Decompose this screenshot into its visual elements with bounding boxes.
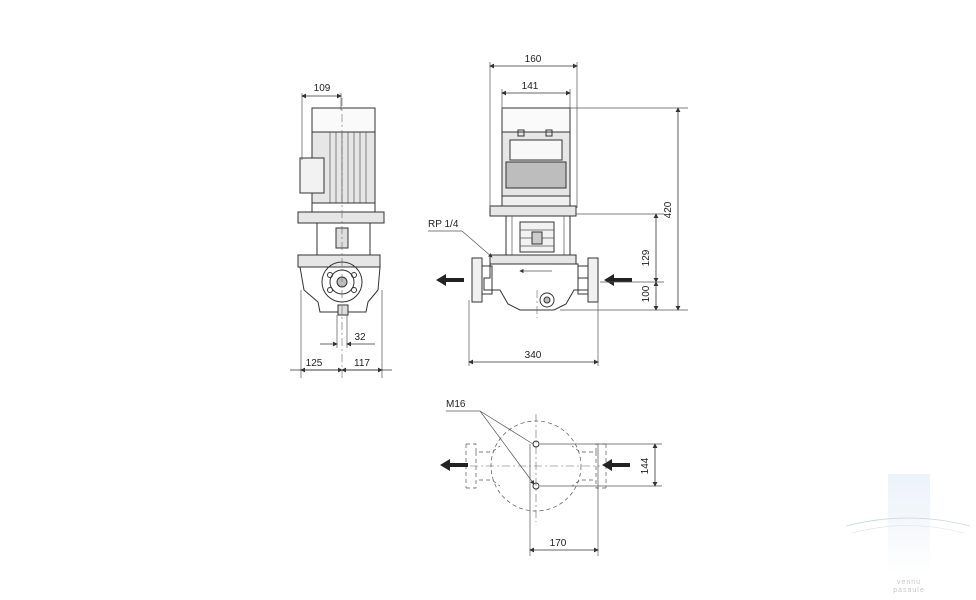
dim-front-motor-outer: 160: [525, 54, 542, 65]
dim-front-length: 340: [525, 350, 542, 361]
label-vent-thread: RP 1/4: [428, 219, 459, 230]
side-motor-flange: [297, 211, 385, 224]
label-bolt-thread: M16: [446, 399, 466, 410]
front-inlet-arrow: [604, 274, 632, 286]
side-drain-plug: [337, 304, 349, 316]
dim-front-motor-inner: 141: [522, 81, 539, 92]
dim-side-pipe: 32: [354, 332, 366, 343]
front-motor-flange: [489, 205, 577, 217]
watermark-text-2: pasaule: [893, 587, 925, 594]
front-flange-right: [587, 257, 599, 303]
front-drain: [539, 292, 555, 308]
front-terminal-box: [509, 139, 563, 161]
side-pump-head: [297, 254, 381, 268]
plan-view: M16 144 170: [440, 399, 662, 556]
plan-flange-left: [465, 443, 501, 489]
dim-front-pump-height: 129: [641, 249, 652, 266]
dim-front-total-height: 420: [663, 201, 674, 218]
plan-bolt-hole-bottom: [532, 482, 540, 490]
front-view: RP 1/4 160 141 420 129 100 340: [428, 54, 688, 366]
watermark-text-1: vennu: [897, 579, 921, 586]
dim-plan-length: 170: [550, 538, 567, 549]
dim-front-base-height: 100: [641, 285, 652, 302]
dim-plan-width: 144: [640, 457, 651, 474]
dim-side-left: 125: [306, 358, 323, 369]
plan-flange-right: [571, 443, 607, 489]
front-shaft-coupling: [519, 221, 555, 253]
side-terminal-box: [299, 157, 325, 194]
front-outlet-arrow: [436, 274, 464, 286]
dim-side-right: 117: [354, 358, 370, 369]
plan-outlet-arrow: [440, 459, 468, 471]
front-motor-top-cap: [501, 107, 571, 133]
dim-side-motor-width: 109: [314, 83, 331, 94]
plan-inlet-arrow: [602, 459, 630, 471]
front-pump-housing: [483, 263, 591, 311]
watermark-logo: vennu pasaule: [845, 474, 971, 594]
front-pump-head: [489, 254, 577, 265]
side-motor-top-cap: [311, 107, 376, 133]
side-pump-housing: [299, 266, 381, 313]
side-view: 109 32 125 117: [290, 83, 392, 378]
side-motor-fins: [329, 132, 367, 203]
front-flange-left: [471, 257, 483, 303]
